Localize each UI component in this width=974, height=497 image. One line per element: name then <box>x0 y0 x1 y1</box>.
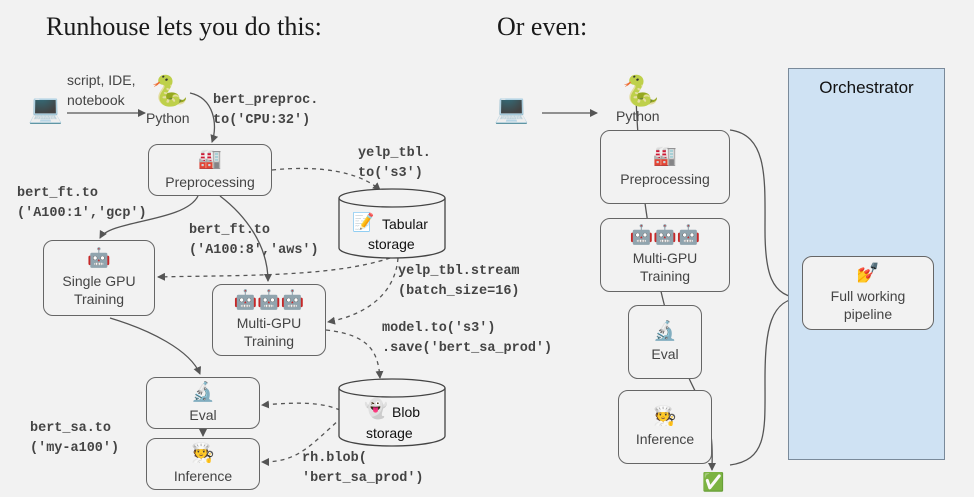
code-bert-sa-1: bert_sa.to <box>30 421 112 436</box>
cook-icon: 🧑‍🍳 <box>191 443 215 464</box>
pipeline-label-line2: pipeline <box>843 306 893 322</box>
code-bert-ft-aws-2: ('A100:8','aws') <box>189 243 319 258</box>
inference-box-right: 🧑‍🍳 Inference <box>618 390 712 464</box>
snake-icon-right: 🐍 <box>622 75 660 108</box>
ghost-icon: 👻 <box>364 399 388 420</box>
inference-label-right: Inference <box>635 431 695 447</box>
preprocessing-label-right: Preprocessing <box>620 171 710 187</box>
arrow-preprocessing-tabular <box>271 167 381 191</box>
python-label: Python <box>146 110 190 126</box>
arrow-single-gpu-eval <box>109 317 201 375</box>
arrow-python-preprocessing <box>189 92 219 143</box>
arrow-blob-inference <box>261 411 349 466</box>
code-yelp-tbl-2: to('s3') <box>358 166 423 181</box>
multi-gpu-label-line2: Training <box>243 333 295 349</box>
cook-icon-right: 🧑‍🍳 <box>653 406 677 427</box>
preprocessing-box-right: 🏭 Preprocessing <box>600 130 730 204</box>
laptop-label-line2: notebook <box>67 92 125 108</box>
arrow-blob-eval <box>261 400 341 411</box>
inference-label: Inference <box>173 468 233 484</box>
preprocessing-box: 🏭 Preprocessing <box>148 144 272 196</box>
orchestrator-title: Orchestrator <box>819 78 914 97</box>
arrow-multi-gpu-blob <box>325 329 384 379</box>
left-title: Runhouse lets you do this: <box>46 12 322 41</box>
code-bert-sa-2: ('my-a100') <box>30 441 120 456</box>
arrow-preprocessing-single-gpu <box>99 195 199 239</box>
code-bert-ft-gcp-1: bert_ft.to <box>17 186 99 201</box>
arrow-tabular-single-gpu <box>157 257 391 281</box>
microscope-icon-right: 🔬 <box>653 321 677 342</box>
eval-box: 🔬 Eval <box>146 377 260 429</box>
code-model-to-1: model.to('s3') <box>382 321 496 336</box>
code-rh-blob-2: 'bert_sa_prod') <box>302 471 424 486</box>
code-yelp-stream-2: (batch_size=16) <box>398 284 520 299</box>
multi-gpu-label-line1: Multi-GPU <box>236 315 302 331</box>
laptop-icon: 💻 <box>28 94 63 125</box>
code-bert-ft-aws-1: bert_ft.to <box>189 223 271 238</box>
single-gpu-training-box: 🤖 Single GPU Training <box>43 240 155 316</box>
tabular-label-line2: storage <box>368 236 415 252</box>
code-bert-preproc-2: to('CPU:32') <box>213 113 311 128</box>
pipeline-label-line1: Full working <box>830 288 906 304</box>
preprocessing-label: Preprocessing <box>165 174 255 190</box>
multi-gpu-training-box-right: 🤖🤖🤖 Multi-GPU Training <box>600 218 730 292</box>
right-title: Or even: <box>497 12 588 41</box>
blob-label-line1: Blob <box>392 404 421 420</box>
single-gpu-label-line1: Single GPU <box>62 273 136 289</box>
robots-icon: 🤖🤖🤖 <box>233 290 305 311</box>
code-yelp-tbl-1: yelp_tbl. <box>358 146 431 161</box>
factory-icon-right: 🏭 <box>653 146 677 167</box>
multi-gpu-label-right-line2: Training <box>639 268 691 284</box>
arrow-tabular-multi-gpu <box>327 257 399 325</box>
tabular-label-line1: Tabular <box>382 216 428 232</box>
code-bert-ft-gcp-2: ('A100:1','gcp') <box>17 206 147 221</box>
factory-icon: 🏭 <box>198 149 222 170</box>
eval-label-right: Eval <box>651 346 679 362</box>
notepad-icon: 📝 <box>352 212 375 232</box>
code-model-to-2: .save('bert_sa_prod') <box>382 341 553 356</box>
snake-icon: 🐍 <box>151 75 189 108</box>
check-icon: ✅ <box>702 472 725 492</box>
blob-label-line2: storage <box>366 425 413 441</box>
multi-gpu-training-box: 🤖🤖🤖 Multi-GPU Training <box>212 284 326 356</box>
microscope-icon: 🔬 <box>191 382 215 403</box>
code-bert-preproc-1: bert_preproc. <box>213 93 319 108</box>
code-yelp-stream-1: yelp_tbl.stream <box>398 264 520 279</box>
arrow-preprocessing-multi-gpu <box>219 195 272 282</box>
code-rh-blob-1: rh.blob( <box>302 451 367 466</box>
nails-icon: 💅 <box>856 263 880 284</box>
multi-gpu-label-right-line1: Multi-GPU <box>632 250 698 266</box>
full-pipeline-box: 💅 Full working pipeline <box>802 256 934 330</box>
blob-storage-cylinder <box>338 378 446 447</box>
eval-label: Eval <box>189 407 217 423</box>
python-label-right: Python <box>616 108 660 124</box>
single-gpu-label-line2: Training <box>73 291 125 307</box>
robots-icon-right: 🤖🤖🤖 <box>629 225 701 246</box>
laptop-icon-right: 💻 <box>494 94 529 125</box>
robot-icon: 🤖 <box>87 248 111 269</box>
tabular-storage-cylinder <box>338 188 446 259</box>
eval-box-right: 🔬 Eval <box>628 305 702 379</box>
laptop-label-line1: script, IDE, <box>67 72 136 88</box>
inference-box: 🧑‍🍳 Inference <box>146 438 260 490</box>
